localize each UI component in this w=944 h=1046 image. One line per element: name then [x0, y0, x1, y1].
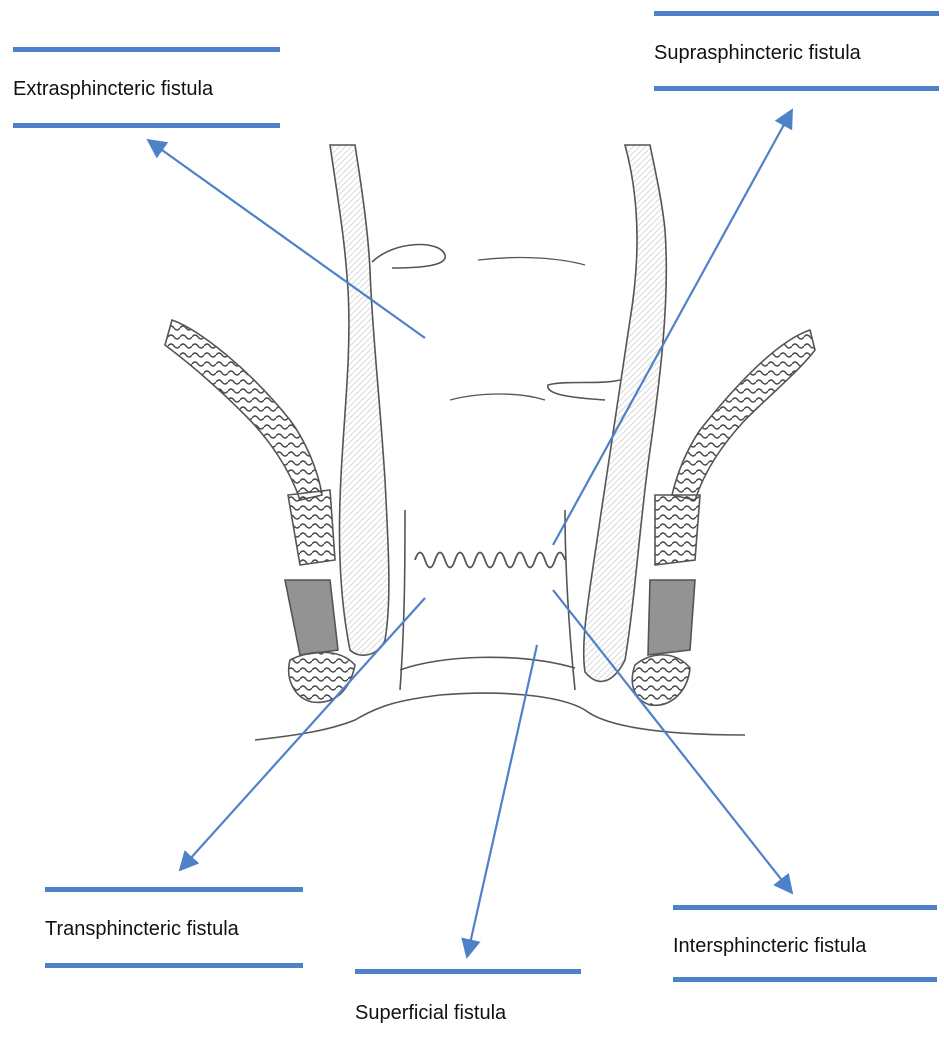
upper-lumen-line	[478, 258, 585, 265]
suprasphincteric-label: Suprasphincteric fistula	[654, 42, 861, 65]
extrasphincteric-arrow	[148, 140, 425, 338]
intersphincteric-top-rule	[673, 905, 937, 910]
right-deep-sphincter	[655, 495, 700, 565]
extrasphincteric-top-rule	[13, 47, 280, 52]
transphincteric-top-rule	[45, 887, 303, 892]
anal-canal-left	[400, 510, 405, 690]
left-levator	[165, 320, 322, 500]
superficial-top-rule	[355, 969, 581, 974]
anal-verge	[400, 657, 575, 670]
extrasphincteric-bottom-rule	[13, 123, 280, 128]
intersphincteric-label: Intersphincteric fistula	[673, 935, 866, 958]
left-subcutaneous-sphincter	[289, 652, 355, 702]
dentate-line	[415, 553, 565, 568]
left-fold	[372, 245, 445, 268]
extrasphincteric-label: Extrasphincteric fistula	[13, 78, 213, 101]
right-fold	[548, 380, 620, 400]
mid-lumen-line	[450, 394, 545, 400]
right-superficial-sphincter	[648, 580, 695, 655]
suprasphincteric-top-rule	[654, 11, 939, 16]
transphincteric-label: Transphincteric fistula	[45, 918, 239, 941]
left-superficial-sphincter	[285, 580, 338, 655]
anal-canal-right	[565, 510, 575, 690]
left-deep-sphincter	[288, 490, 335, 565]
left-rectal-wall	[330, 145, 389, 655]
right-levator	[672, 330, 815, 500]
intersphincteric-bottom-rule	[673, 977, 937, 982]
suprasphincteric-bottom-rule	[654, 86, 939, 91]
suprasphincteric-arrow	[553, 110, 792, 545]
superficial-arrow	[467, 645, 537, 957]
transphincteric-bottom-rule	[45, 963, 303, 968]
superficial-label: Superficial fistula	[355, 1002, 506, 1025]
right-subcutaneous-sphincter	[632, 655, 690, 705]
anorectal-illustration	[165, 145, 815, 740]
